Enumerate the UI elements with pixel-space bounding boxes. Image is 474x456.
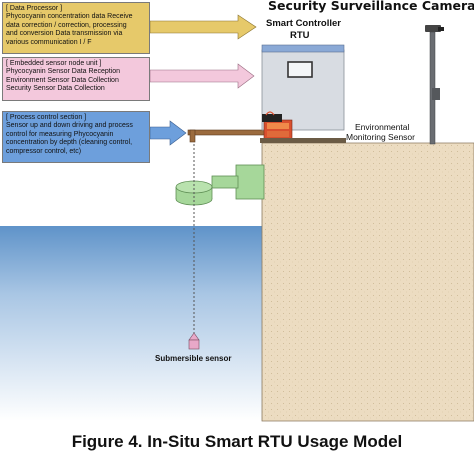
ground-bank: [261, 142, 474, 422]
camera-title: Security Surveillance Camera: [268, 0, 474, 13]
arrow-data-processor: [149, 14, 257, 40]
rtu-label-line2: RTU: [290, 30, 310, 41]
rtu-display: [287, 61, 313, 78]
callout-process-control: [ Process control section ] Sensor up an…: [2, 111, 150, 163]
support-arm: [187, 129, 267, 136]
callout-embedded-sensor-line: Phycocyanin Sensor Data Reception: [6, 68, 121, 76]
callout-process-control-line: control for measuring Phycocyanin: [6, 130, 114, 138]
callout-data-processor-line: Phycocyanin concentration data Receive: [6, 13, 133, 21]
callout-data-processor: [ Data Processor ] Phycocyanin concentra…: [2, 2, 150, 54]
callout-data-processor-line: various communication I / F: [6, 38, 92, 46]
arrow-embedded-sensor: [149, 63, 255, 89]
cctv-camera-icon: [425, 25, 444, 32]
rtu-roof: [261, 44, 345, 53]
callout-embedded-sensor-title: [ Embedded sensor node unit ]: [6, 60, 102, 67]
submersible-sensor-label: Submersible sensor: [155, 354, 232, 363]
callout-process-control-title: [ Process control section ]: [6, 114, 87, 121]
submersible-sensor-icon: [188, 332, 200, 350]
arm-hanger: [189, 129, 196, 143]
callout-process-control-line: compressor control, etc): [6, 147, 82, 155]
callout-data-processor-line: and conversion Data transmission via: [6, 30, 123, 38]
callout-process-control-line: concentration by depth (cleaning control…: [6, 139, 133, 147]
env-sensor-label-line1: Environmental: [355, 122, 410, 132]
callout-embedded-sensor-line: Environment Sensor Data Collection: [6, 76, 119, 84]
callout-data-processor-line: data correction / correction, processing: [6, 21, 127, 29]
pump-connector: [211, 175, 239, 189]
callout-data-processor-title: [ Data Processor ]: [6, 5, 63, 12]
rtu-label-line1: Smart Controller: [266, 18, 341, 29]
water-body: [0, 226, 262, 421]
figure-caption: Figure 4. In-Situ Smart RTU Usage Model: [71, 432, 403, 451]
arrow-process-control: [149, 120, 187, 146]
env-sensor-box: [262, 114, 282, 122]
callout-process-control-line: Sensor up and down driving and process: [6, 122, 133, 130]
env-sensor-label-line2: Monitoring Sensor: [346, 132, 415, 142]
callout-embedded-sensor-line: Security Sensor Data Collection: [6, 85, 105, 93]
float-top: [175, 180, 213, 194]
pump-box: [235, 164, 265, 200]
callout-embedded-sensor: [ Embedded sensor node unit ] Phycocyani…: [2, 57, 150, 101]
rtu-base: [260, 138, 346, 143]
